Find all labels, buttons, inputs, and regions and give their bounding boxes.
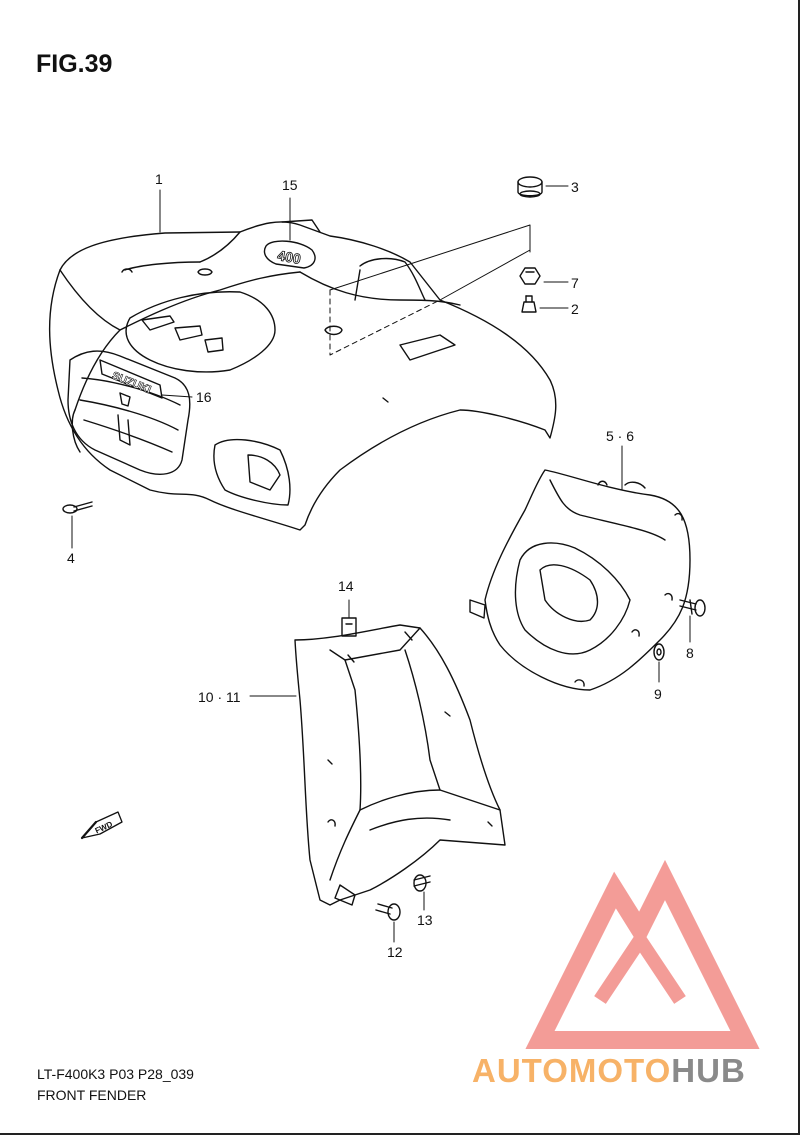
callout-1: 1: [155, 171, 163, 187]
callout-12: 12: [387, 944, 403, 960]
callout-13: 13: [417, 912, 433, 928]
callout-5-6: 5 · 6: [606, 428, 635, 444]
washer-9: [653, 643, 665, 661]
callout-8: 8: [686, 645, 694, 661]
front-fender-body: [48, 221, 557, 531]
suzuki-emblem: [99, 359, 163, 407]
screw-4: [62, 501, 93, 514]
badge-text: 400: [276, 247, 302, 267]
callout-2: 2: [571, 301, 579, 317]
callout-9: 9: [654, 686, 662, 702]
callout-3: 3: [571, 179, 579, 195]
callout-14: 14: [338, 578, 354, 594]
section-name: FRONT FENDER: [37, 1087, 147, 1103]
callout-16: 16: [196, 389, 212, 405]
callout-10-11: 10 · 11: [198, 689, 241, 705]
bolt-8: [679, 599, 706, 617]
watermark-brand-part1: AUTOMOTO: [472, 1052, 672, 1089]
watermark-logo: [525, 859, 760, 1049]
bolt-2: [521, 295, 537, 313]
grommet-3: [517, 176, 543, 198]
callout-4: 4: [67, 550, 75, 566]
front-inner-panel: [469, 469, 691, 691]
badge-400: [263, 219, 321, 269]
figure-title: FIG.39: [36, 50, 113, 78]
fwd-arrow-shape: [80, 811, 123, 840]
bolt-12: [375, 903, 401, 921]
watermark-brand-part2: HUB: [671, 1052, 746, 1089]
clip-14: [341, 617, 357, 637]
mud-guard: [294, 624, 506, 906]
model-code: LT-F400K3 P03 P28_039: [37, 1066, 194, 1082]
watermark-brand: AUTOMOTOHUB: [472, 1052, 746, 1090]
bolt-13: [413, 874, 431, 892]
callout-15: 15: [282, 177, 298, 193]
callout-7: 7: [571, 275, 579, 291]
nut-7: [519, 267, 541, 285]
